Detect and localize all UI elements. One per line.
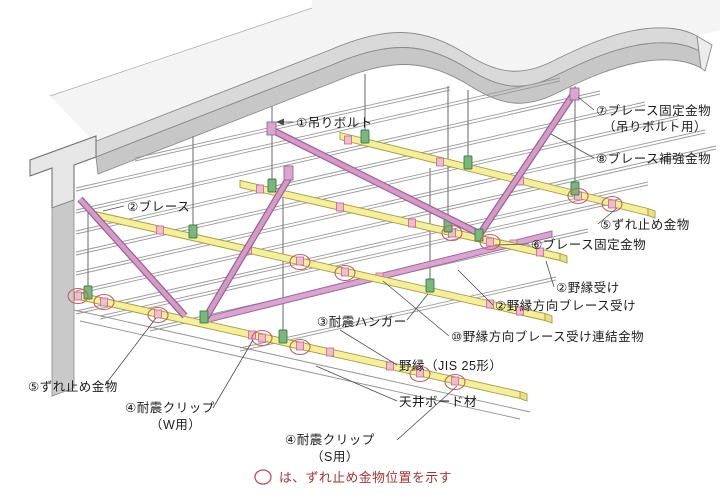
callout-labels: ①吊りボルト ②ブレース ⑦ブレース固定金物 （吊りボルト用） ⑧ブレース補強金… <box>28 103 711 464</box>
brace-fix-for-bolt <box>569 87 580 101</box>
beam-cross-section <box>29 135 97 209</box>
slab-edge-band <box>93 27 713 175</box>
receiver-end-cap <box>519 390 528 402</box>
receiver-end-cap <box>559 252 568 264</box>
label-brace-fix-for-bolt-2: （吊りボルト用） <box>603 120 707 134</box>
hanging-bolts <box>87 74 576 336</box>
label-brace-fix-for-bolt-1: ⑦ブレース固定金物 <box>596 103 711 118</box>
label-hanging-bolt: ①吊りボルト <box>296 116 373 130</box>
arrowhead <box>276 118 284 126</box>
seismic-hangers <box>83 129 580 344</box>
wall-beam <box>29 135 97 397</box>
furring-channels <box>75 77 717 352</box>
slab-back-edge <box>49 7 313 97</box>
label-taishin-clip-s-2: （S用） <box>311 450 359 464</box>
label-brace: ②ブレース <box>127 199 190 214</box>
slab-end-cut-face <box>696 35 713 72</box>
braces <box>77 87 580 324</box>
brace-foot-fitting <box>199 310 209 324</box>
brace-top-plate <box>266 121 277 136</box>
wall-web <box>51 199 75 397</box>
legend-note-text: は、ずれ止め金物位置を示す <box>279 470 452 485</box>
ceiling-board-edge <box>73 309 531 420</box>
label-nobuchi-uke: ②野縁受け <box>556 280 620 295</box>
slip-stop-markers <box>67 187 623 391</box>
label-renketsu-kanamono: ⑩野縁方向ブレース受け連結金物 <box>451 329 644 344</box>
brace-foot-fitting <box>474 228 484 242</box>
label-taishin-hanger: ③耐震ハンガー <box>317 315 407 329</box>
legend-note: は、ずれ止め金物位置を示す <box>254 469 452 485</box>
label-nobuchi-dir-brace-uke: ②野縁方向ブレース受け <box>495 298 636 313</box>
label-slip-stop-right: ⑤ずれ止め金物 <box>600 217 690 232</box>
leader-lines <box>102 96 618 441</box>
brace-top-plate <box>283 165 294 181</box>
label-ceiling-board: 天井ボード材 <box>399 395 477 409</box>
label-slip-stop-left: ⑤ずれ止め金物 <box>28 379 118 394</box>
label-taishin-clip-w-2: （W用） <box>150 418 201 432</box>
label-taishin-clip-s-1: ④耐震クリップ <box>285 433 375 447</box>
receiver-end-cap <box>544 312 553 324</box>
label-brace-fix: ⑥ブレース固定金物 <box>531 237 646 252</box>
legend-circle-icon <box>254 469 272 485</box>
label-nobuchi: 野縁（JIS 25形） <box>399 358 502 373</box>
label-brace-reinforce: ⑧ブレース補強金物 <box>596 151 711 166</box>
label-taishin-clip-w-1: ④耐震クリップ <box>125 401 215 415</box>
receiver-end-cap <box>647 207 656 219</box>
slab-top-surface <box>49 0 720 142</box>
